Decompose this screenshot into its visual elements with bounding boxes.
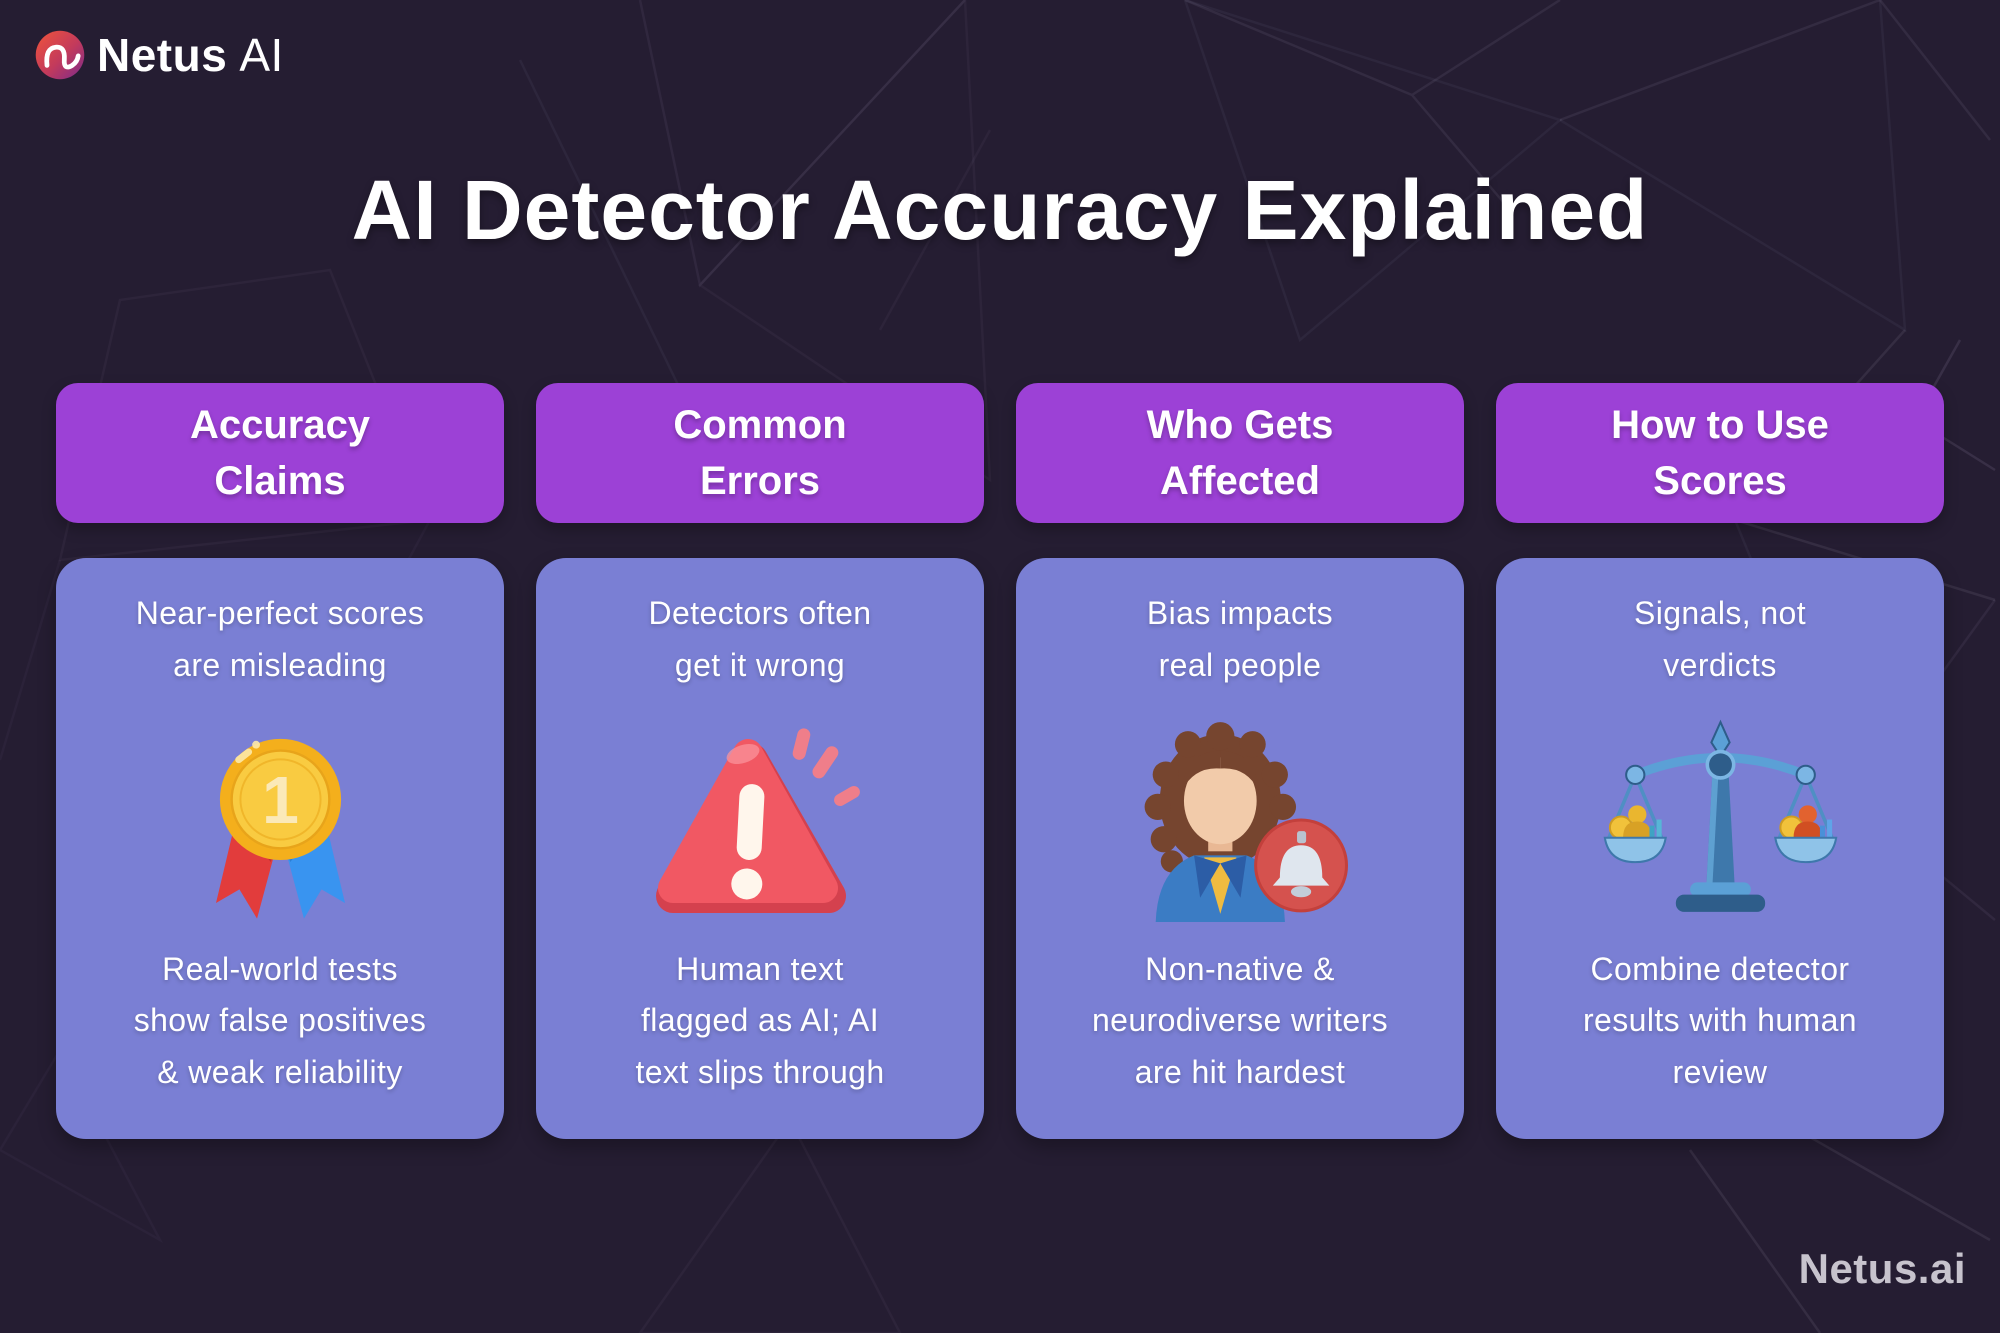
brand-logo-text: Netus AI (97, 28, 284, 82)
card-bottom-text: Combine detector results with human revi… (1583, 950, 1857, 1091)
columns-grid: Accuracy Claims Near-perfect scores are … (56, 383, 1944, 1139)
column-header-pill: Who Gets Affected (1016, 383, 1464, 523)
page-title: AI Detector Accuracy Explained (351, 163, 1649, 257)
card-bottom-text: Non-native & neurodiverse writers are hi… (1091, 950, 1389, 1091)
column-card: Bias impacts real people (1016, 558, 1464, 1139)
column-who-gets-affected: Who Gets Affected Bias impacts real peop… (1016, 383, 1464, 1139)
column-how-to-use-scores: How to Use Scores Signals, not verdicts (1496, 383, 1944, 1139)
warning-triangle-icon (643, 692, 878, 944)
column-accuracy-claims: Accuracy Claims Near-perfect scores are … (56, 383, 504, 1139)
card-top-text: Near-perfect scores are misleading (135, 595, 425, 683)
column-header-pill: Accuracy Claims (56, 383, 504, 523)
column-header-pill: How to Use Scores (1496, 383, 1944, 523)
netus-swirl-icon (35, 30, 85, 80)
balance-scale-icon (1598, 692, 1843, 944)
column-common-errors: Common Errors Detectors often get it wro… (536, 383, 984, 1139)
woman-alert-bell-icon (1113, 692, 1368, 944)
svg-text:1: 1 (262, 763, 299, 837)
card-bottom-text: Real-world tests show false positives & … (133, 950, 427, 1091)
card-top-text: Signals, not verdicts (1633, 595, 1807, 683)
card-bottom-text: Human text flagged as AI; AI text slips … (635, 950, 885, 1091)
column-card: Signals, not verdicts (1496, 558, 1944, 1139)
gold-medal-first-place-icon: 1 (173, 692, 388, 944)
footer-watermark: Netus.ai (1798, 1245, 1966, 1292)
brand-name-bold: Netus (97, 29, 228, 81)
card-top-text: Detectors often get it wrong (648, 595, 872, 683)
column-card: Detectors often get it wrong Human text … (536, 558, 984, 1139)
brand-logo: Netus AI (34, 28, 284, 82)
column-card: Near-perfect scores are misleading 1 Rea… (56, 558, 504, 1139)
brand-name-light: AI (239, 29, 284, 81)
column-header-pill: Common Errors (536, 383, 984, 523)
card-top-text: Bias impacts real people (1146, 595, 1334, 683)
